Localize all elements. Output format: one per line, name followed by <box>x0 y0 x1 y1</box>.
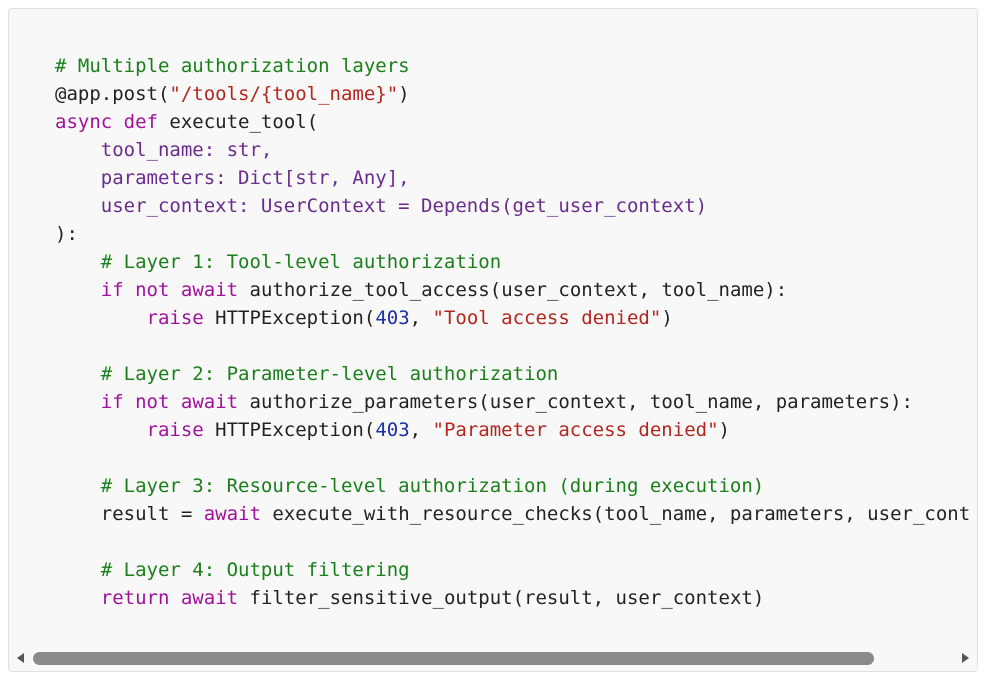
code-line: # Layer 1: Tool-level authorization <box>55 248 970 276</box>
code-token: 403 <box>375 307 410 329</box>
code-token: filter_sensitive_output(result, user_con… <box>238 587 765 609</box>
code-token: ) <box>398 83 410 105</box>
code-token: raise <box>146 419 204 441</box>
scrollbar-track[interactable] <box>31 652 955 665</box>
code-token <box>169 587 180 609</box>
code-token: await <box>180 587 239 609</box>
code-line: raise HTTPException(403, "Tool access de… <box>55 304 970 332</box>
code-line: raise HTTPException(403, "Parameter acce… <box>55 416 970 444</box>
code-block: # Multiple authorization layers @app.post… <box>8 8 978 672</box>
code-token: async <box>55 111 113 133</box>
code-line: # Layer 4: Output filtering <box>55 556 970 584</box>
code-token <box>124 391 135 413</box>
code-viewport: # Multiple authorization layers @app.post… <box>9 9 977 645</box>
code-line: if not await authorize_tool_access(user_… <box>55 276 970 304</box>
code-token: # Multiple authorization layers <box>55 55 410 77</box>
code-line <box>55 528 970 556</box>
code-token: ) <box>718 419 730 441</box>
code-token <box>112 111 123 133</box>
code-token: authorize_parameters(user_context, tool_… <box>238 391 913 413</box>
code-line: ): <box>55 220 970 248</box>
code-token: ) <box>661 307 673 329</box>
code-token <box>169 279 180 301</box>
code-line <box>55 444 970 472</box>
code-line: result = await execute_with_resource_che… <box>55 500 970 528</box>
code-token: await <box>180 391 239 413</box>
code-token: parameters: Dict[str, Any], <box>55 167 410 189</box>
code-token: HTTPException( <box>203 307 376 329</box>
horizontal-scrollbar[interactable] <box>9 645 977 671</box>
code-token: user_context: UserContext = Depends(get_… <box>55 195 708 217</box>
code-token: authorize_tool_access(user_context, tool… <box>238 279 788 301</box>
code-token <box>169 391 180 413</box>
code-token: not <box>135 391 170 413</box>
code-token: # Layer 4: Output filtering <box>100 559 410 581</box>
code-token <box>55 475 101 497</box>
code-token: # Layer 2: Parameter-level authorization <box>100 363 559 385</box>
code-token: await <box>203 503 261 525</box>
code-token <box>55 391 101 413</box>
code-line: return await filter_sensitive_output(res… <box>55 584 970 612</box>
code-token: # Layer 1: Tool-level authorization <box>100 251 502 273</box>
code-line: # Multiple authorization layers <box>55 52 970 80</box>
code-token: not <box>135 279 170 301</box>
code-content: # Multiple authorization layers @app.post… <box>55 52 970 612</box>
code-line: tool_name: str, <box>55 136 970 164</box>
code-token: def <box>123 111 158 133</box>
code-token: tool_name: str, <box>55 139 273 161</box>
code-line: async def execute_tool( <box>55 108 970 136</box>
code-line: user_context: UserContext = Depends(get_… <box>55 192 970 220</box>
code-token <box>55 279 101 301</box>
code-token: return <box>100 587 170 609</box>
code-token: 403 <box>375 419 410 441</box>
scroll-left-arrow-icon[interactable] <box>15 651 27 665</box>
code-token: if <box>100 279 124 301</box>
code-token: @app.post( <box>55 83 170 105</box>
code-token: "Tool access denied" <box>432 307 662 329</box>
code-token <box>55 587 101 609</box>
code-token: # Layer 3: Resource-level authorization … <box>100 475 765 497</box>
code-token <box>55 419 147 441</box>
code-token: "/tools/{tool_name}" <box>169 83 399 105</box>
code-line: if not await authorize_parameters(user_c… <box>55 388 970 416</box>
code-token: raise <box>146 307 204 329</box>
code-token: "Parameter access denied" <box>432 419 719 441</box>
scrollbar-thumb[interactable] <box>33 652 874 665</box>
code-token <box>55 363 101 385</box>
code-token: await <box>180 279 239 301</box>
code-line <box>55 332 970 360</box>
code-line: # Layer 3: Resource-level authorization … <box>55 472 970 500</box>
code-token <box>124 279 135 301</box>
code-token: execute_tool( <box>157 111 319 133</box>
code-line: # Layer 2: Parameter-level authorization <box>55 360 970 388</box>
code-token: HTTPException( <box>203 419 376 441</box>
code-token: result = <box>55 503 204 525</box>
code-line: @app.post("/tools/{tool_name}") <box>55 80 970 108</box>
code-token: , <box>409 307 433 329</box>
code-line: parameters: Dict[str, Any], <box>55 164 970 192</box>
code-token: , <box>409 419 433 441</box>
scroll-right-arrow-icon[interactable] <box>959 651 971 665</box>
code-token <box>55 251 101 273</box>
code-token <box>55 307 147 329</box>
code-token: ): <box>55 223 78 245</box>
code-token: if <box>100 391 124 413</box>
code-token: execute_with_resource_checks(tool_name, … <box>260 503 971 525</box>
code-token <box>55 559 101 581</box>
